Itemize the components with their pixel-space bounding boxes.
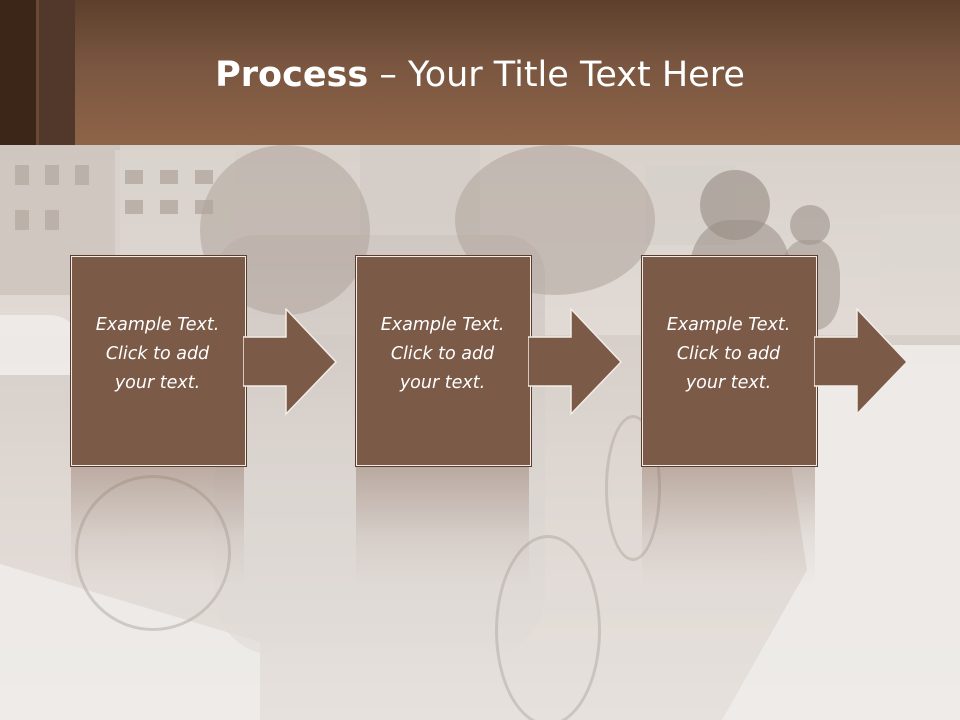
title-bold: Process: [215, 55, 369, 95]
step-line-3: your text.: [114, 373, 201, 393]
step-line-2: Click to add: [390, 344, 495, 364]
title-rest: – Your Title Text Here: [368, 55, 745, 95]
step-box: [71, 256, 246, 466]
process-step-3[interactable]: Example Text. Click to add your text.: [642, 256, 817, 586]
arrow-right-icon: [528, 308, 624, 416]
step-line-3: your text.: [685, 373, 772, 393]
step-reflection: [356, 466, 529, 586]
step-line-1: Example Text.: [95, 315, 220, 335]
process-step-1[interactable]: Example Text. Click to add your text.: [71, 256, 246, 586]
header-accent: [0, 0, 75, 145]
header-band: [0, 0, 960, 145]
step-line-2: Click to add: [105, 344, 210, 364]
slide-title[interactable]: Process – Your Title Text Here: [0, 50, 960, 100]
step-reflection: [71, 466, 244, 586]
step-text[interactable]: Example Text. Click to add your text.: [356, 311, 529, 398]
step-line-1: Example Text.: [380, 315, 505, 335]
step-box: [642, 256, 817, 466]
process-step-2[interactable]: Example Text. Click to add your text.: [356, 256, 531, 586]
step-reflection: [642, 466, 815, 586]
step-line-1: Example Text.: [666, 315, 791, 335]
arrow-right-icon: [814, 308, 910, 416]
arrow-right-icon: [243, 308, 339, 416]
step-line-2: Click to add: [676, 344, 781, 364]
step-line-3: your text.: [399, 373, 486, 393]
step-box: [356, 256, 531, 466]
step-text[interactable]: Example Text. Click to add your text.: [642, 311, 815, 398]
step-text[interactable]: Example Text. Click to add your text.: [71, 311, 244, 398]
